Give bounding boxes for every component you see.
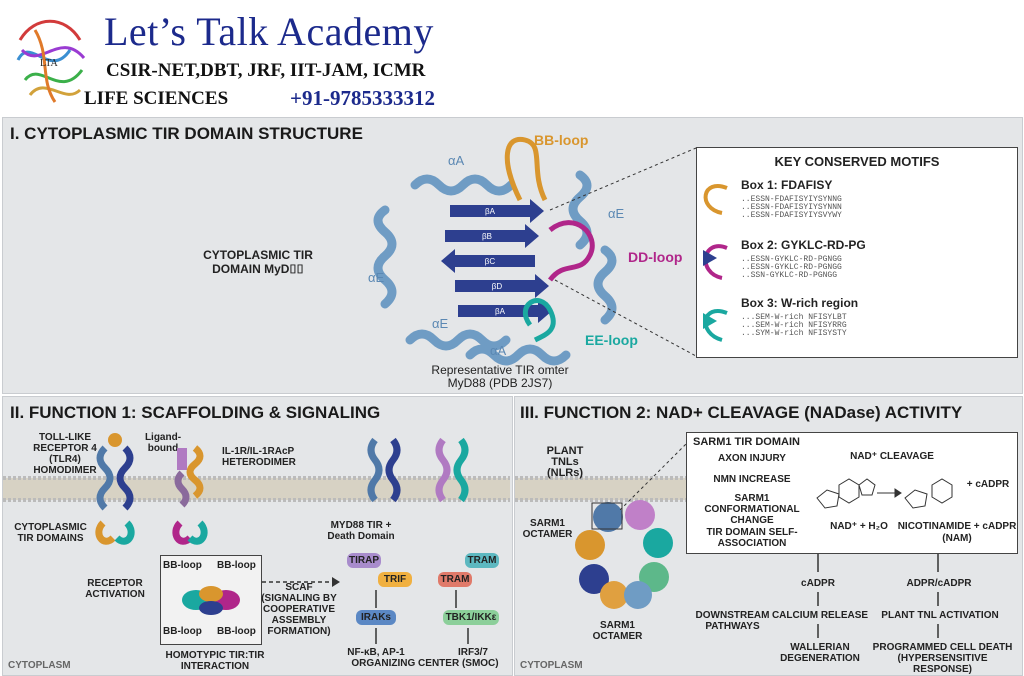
ligand-label: Ligand-bound [144,432,182,454]
membrane-right [515,476,687,502]
box3-title: Box 3: W-rich region [741,296,859,310]
nad-structures [816,478,953,509]
homotypic-label: HOMOTYPIC TIR:TIR INTERACTION [165,650,265,672]
smoc-label: ORGANIZING CENTER (SMOC) [351,658,499,669]
ee-loop-shape [522,298,556,343]
tir-domain-label: CYTOPLASMIC TIR DOMAIN MyD⌷⌷ [203,248,313,276]
wallerian-label: WALLERIAN DEGENERATION [780,642,860,664]
irf-label: IRF3/7 [457,647,488,658]
svg-text:βD: βD [492,282,503,291]
cytoplasm-label-right: CYTOPLASM [520,660,583,671]
tir-structure-illustration: βA βB βC βD βA αA αE αE αE αA [368,136,697,366]
strand-2 [445,224,539,248]
myd88-label: MYD88 TIR + Death Domain [327,520,395,542]
bb-loop-label: BB-loop [534,132,589,148]
tram-badge-right: TRAM [465,553,499,568]
academy-logo: LTA [16,19,86,103]
cytoplasm-label-left: CYTOPLASM [8,660,71,671]
helix-top [410,174,516,196]
zoom-lines [620,441,689,510]
receptor-activation-label: RECEPTOR ACTIVATION [85,578,145,600]
box2-title: Box 2: GYKLC-RD-PG [741,238,866,252]
helix-bottom [465,344,571,366]
cadpr-label: cADPR [801,578,835,589]
helix-right-top [568,170,592,250]
svg-text:αE: αE [368,270,385,285]
section3-title: III. FUNCTION 2: NAD+ CLEAVAGE (NADase) … [520,403,963,422]
strand-4 [455,274,549,298]
adpr-label: ADPR/cADPR [906,578,972,589]
downstream-arrows [817,554,939,638]
svg-text:βA: βA [495,307,506,316]
strand-1 [450,199,544,223]
tirap-badge: TIRAP [347,553,381,568]
svg-text:βB: βB [482,232,492,241]
ee-loop-label: EE-loop [585,332,638,348]
box1-title: Box 1: FDAFISY [741,178,833,192]
svg-text:LTA: LTA [40,58,58,69]
section2-title: II. FUNCTION 1: SCAFFOLDING & SIGNALING [10,403,381,422]
signaling-arrows [375,590,469,644]
tbk-badge: TBK1/IKKε [443,610,499,625]
box1-sequences: ..ESSN-FDAFISYIYSYNNG ..ESSN-FDAFISYIYSY… [741,195,842,220]
motif-loop-icons [703,184,728,342]
downstream-label: DOWNSTREAM PATHWAYS [695,610,770,632]
tram-badge-left: TRAM [438,572,472,587]
section1-title: I. CYTOPLASMIC TIR DOMAIN STRUCTURE [10,124,363,143]
pcd-label: PROGRAMMED CELL DEATH (HYPERSENSITIVE RE… [872,642,1013,675]
box3-sequences: ...SEM-W-rich NFISYLBT ...SEM-W-rich NFI… [741,313,847,338]
helix-right [593,245,617,325]
svg-text:αA: αA [490,343,507,358]
helix-left [373,205,397,309]
subject-label: LIFE SCIENCES [84,88,229,109]
svg-text:αE: αE [608,206,625,221]
dd-loop-shape [548,220,595,282]
plant-activation-label: PLANT TNL ACTIVATION [881,610,999,621]
svg-text:βA: βA [485,207,496,216]
sarm1-octamer-illustration [575,500,673,609]
trif-badge: TRIF [378,572,412,587]
homotypic-inset: BB-loop BB-loop BB-loop BB-loop [160,555,262,645]
svg-text:βC: βC [485,257,496,266]
dd-loop-label: DD-loop [628,249,683,265]
bb-loop-shape [504,136,548,202]
cytoplasmic-tir-label: CYTOPLASMIC TIR DOMAINS [14,522,87,544]
svg-text:αA: αA [448,153,465,168]
receptor-illustrations [95,433,208,545]
academy-title: Let’s Talk Academy [104,9,434,54]
structure-caption: Representative TIR omter MyD88 (PDB 2JS7… [431,363,569,390]
strand-3 [441,249,535,273]
sarm1-tir-box: SARM1 TIR DOMAIN AXON INJURY NMN INCREAS… [686,432,1018,554]
helix-bottom-left [405,329,511,351]
scaf-label: SCAF (SIGNALING BY COOPERATIVE ASSEMBLY … [261,582,337,637]
tlr4-label: TOLL-LIKE RECEPTOR 4 (TLR4) HOMODIMER [33,432,97,476]
calcium-label: CALCIUM RELEASE [771,610,869,621]
svg-text:αE: αE [432,316,449,331]
box2-sequences: ..ESSN-GYKLC-RD-PGNGG ..ESSN-GYKLC-RD-PG… [741,255,842,280]
sarm1-octamer-left-label: SARM1 OCTAMER [522,518,573,540]
il1r-label: IL-1R/IL-1RAcP HETERODIMER [222,446,296,468]
conserved-motifs-box: KEY CONSERVED MOTIFS Box 1: FDAFISY ..ES… [696,147,1018,358]
scaf-arrow [262,577,340,587]
plant-tnls-label: PLANT TNLs (NLRs) [546,445,584,479]
sarm1-octamer-bottom-label: SARM1 OCTAMER [592,620,643,642]
phone-number: +91-9785333312 [290,86,435,110]
adaptor-receptors [367,437,469,503]
iraks-badge: IRAKs [356,610,396,625]
nfkb-label: NF-κB, AP-1 [347,647,405,658]
exam-list: CSIR-NET,DBT, JRF, IIT-JAM, ICMR [106,60,426,81]
